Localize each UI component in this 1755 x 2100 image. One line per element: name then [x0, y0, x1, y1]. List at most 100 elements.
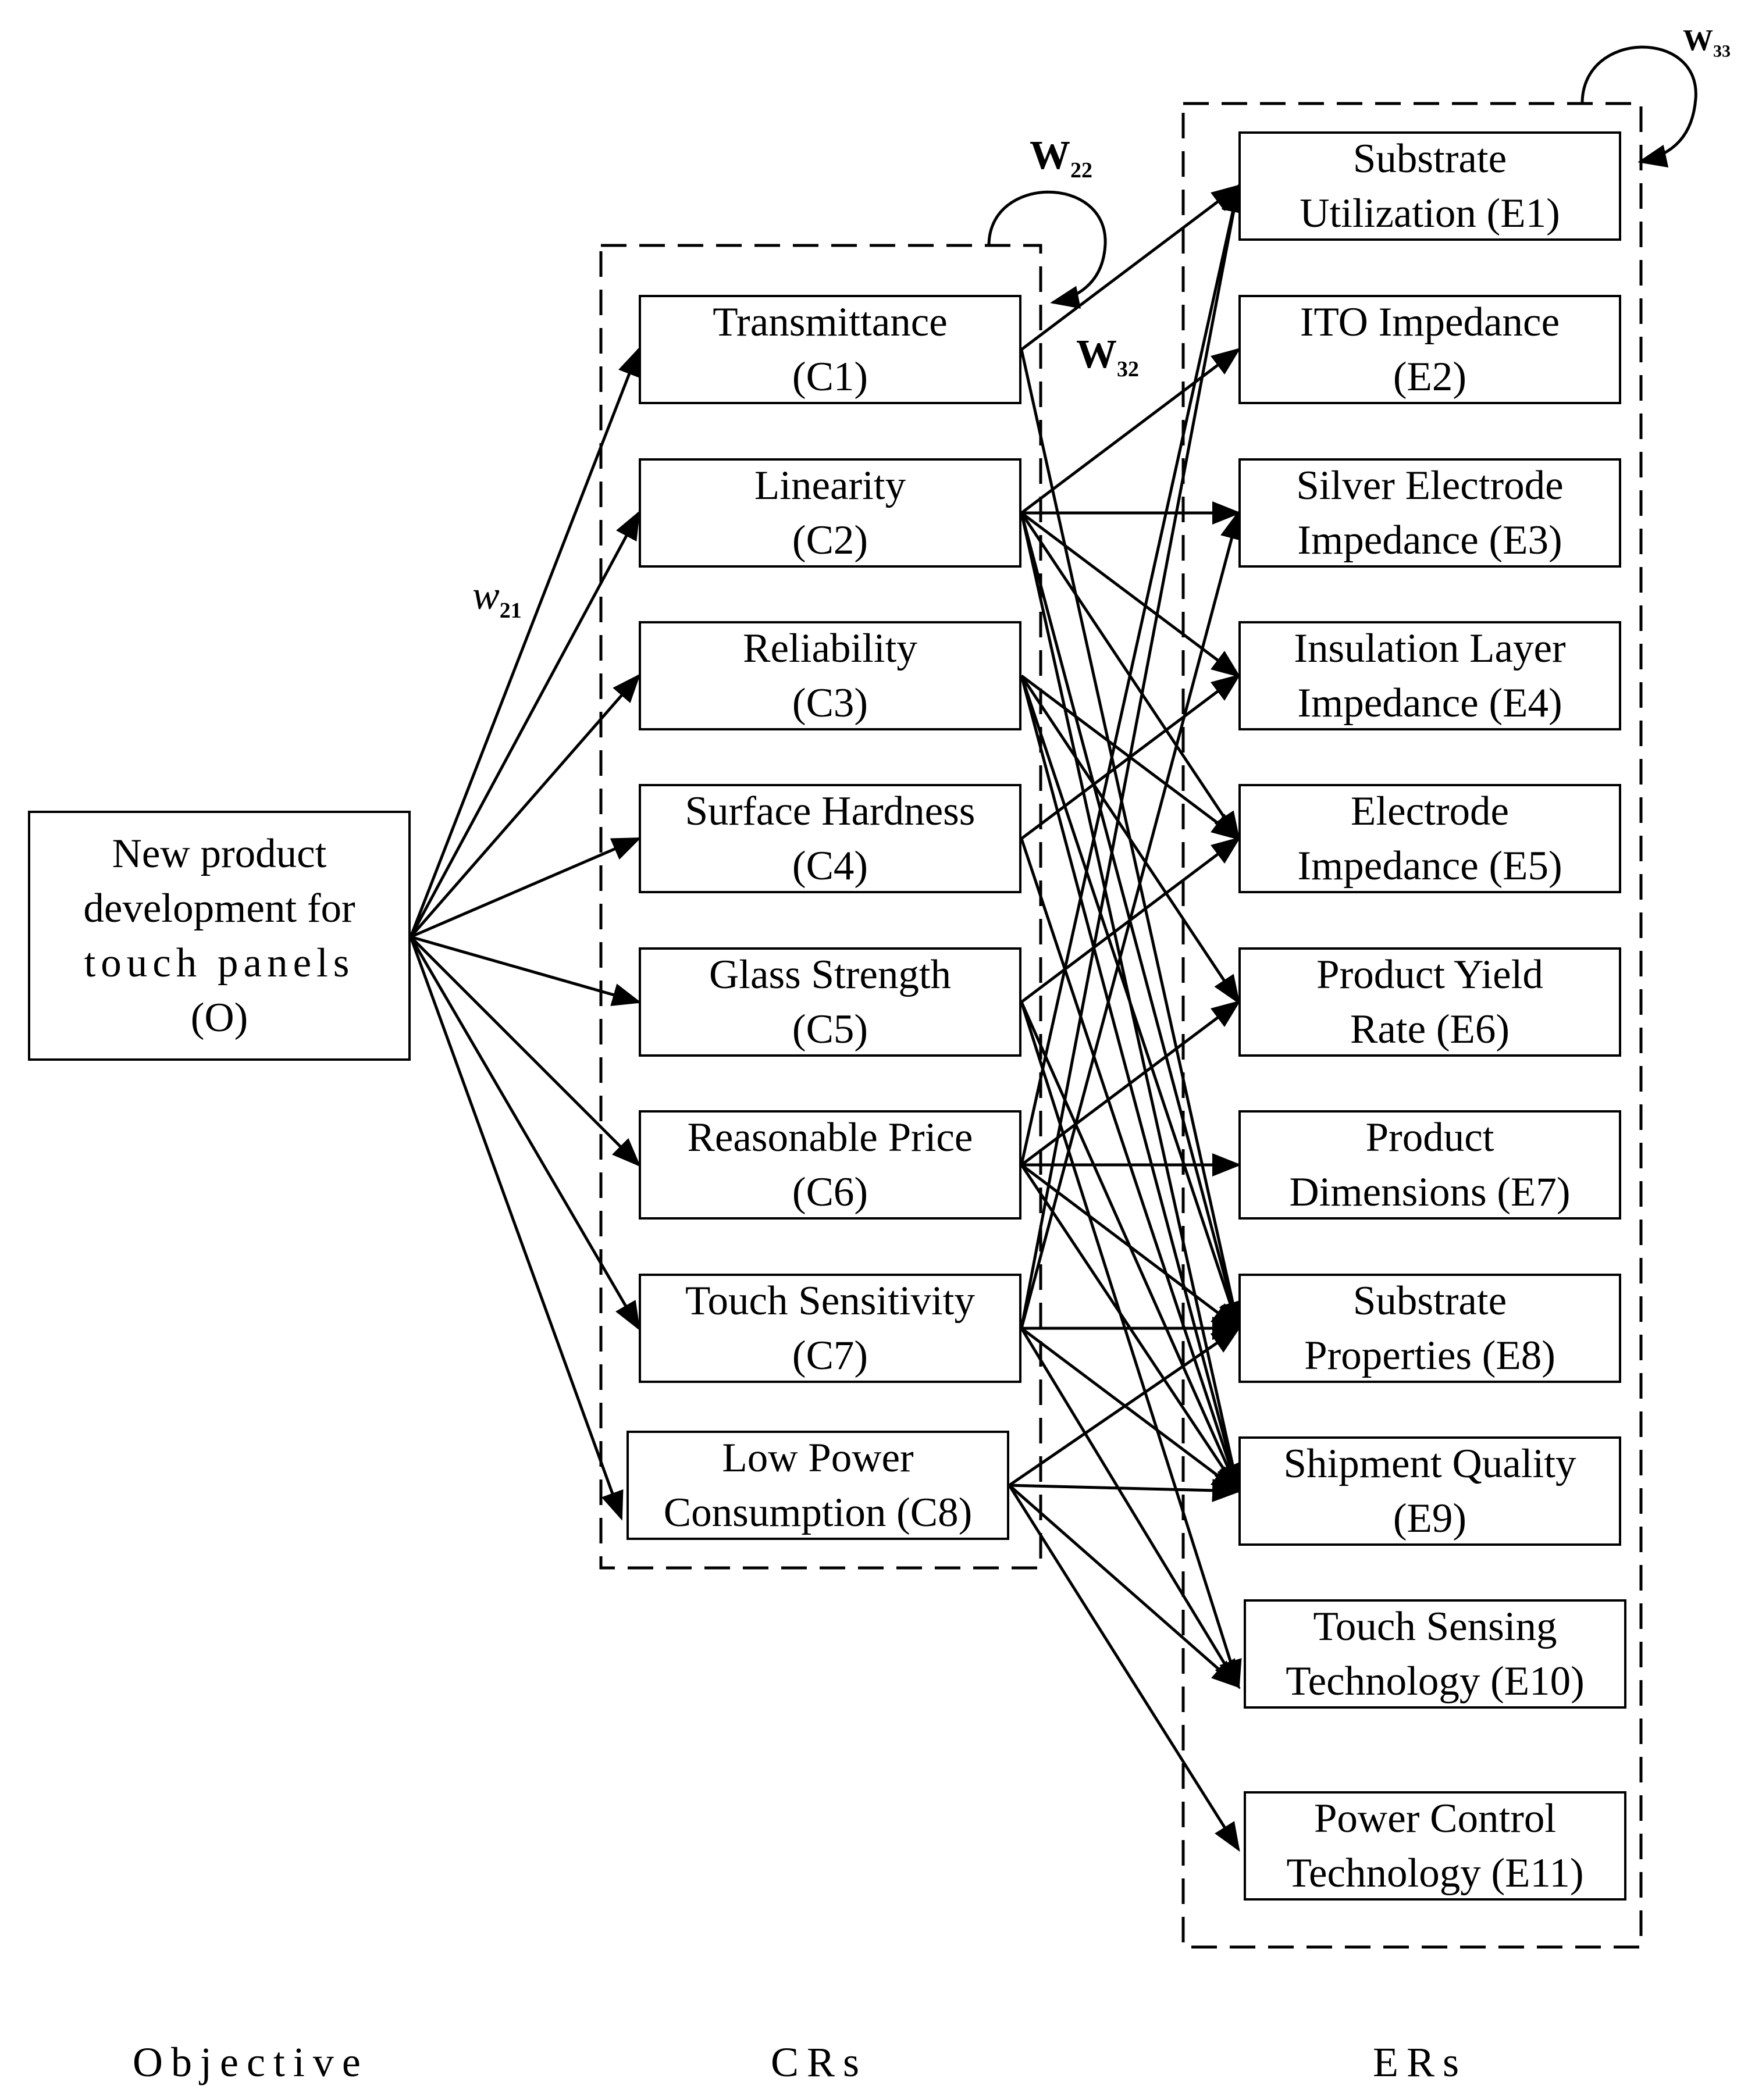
- er-box-e7: Product Dimensions (E7): [1238, 1110, 1621, 1220]
- w33-label: W33: [1683, 23, 1731, 61]
- er-box-e6: Product Yield Rate (E6): [1238, 947, 1621, 1057]
- cr-box-c8: Low Power Consumption (C8): [626, 1431, 1009, 1540]
- er-e11-line1: Power Control: [1313, 1796, 1557, 1841]
- cr-box-c5: Glass Strength (C5): [639, 947, 1021, 1057]
- er-e5-line2: Impedance (E5): [1297, 843, 1562, 889]
- er-e8-line2: Properties (E8): [1304, 1333, 1555, 1378]
- arrow-c8-to-e10: [1008, 1484, 1241, 1689]
- arrow-c6-to-e8: [1020, 1164, 1241, 1331]
- er-box-e5: Electrode Impedance (E5): [1238, 784, 1621, 893]
- er-box-e3: Silver Electrode Impedance (E3): [1238, 458, 1621, 568]
- objective-line-2: development for: [83, 886, 355, 931]
- cr-box-c2: Linearity (C2): [639, 458, 1021, 568]
- cr-box-c6: Reasonable Price (C6): [639, 1110, 1021, 1220]
- arrow-c3-to-e6: [1020, 675, 1240, 1005]
- cr-c6-name: Reasonable Price: [687, 1115, 973, 1160]
- arrow-c6-to-e1: [1020, 183, 1244, 1165]
- w22-sub: 22: [1070, 158, 1092, 183]
- cr-box-c3: Reliability (C3): [639, 621, 1021, 730]
- w21-sub: 21: [499, 598, 522, 623]
- arrow-o-to-c4: [410, 837, 642, 939]
- er-e9-line2: (E9): [1393, 1496, 1467, 1541]
- arrow-o-to-c3: [410, 673, 641, 938]
- links-layer: [409, 183, 1245, 1852]
- arrow-o-to-c5: [410, 935, 642, 1006]
- cr-c7-name: Touch Sensitivity: [685, 1278, 975, 1324]
- er-e6-line2: Rate (E6): [1350, 1007, 1510, 1052]
- cr-c3-name: Reliability: [743, 626, 917, 671]
- w33-sub: 33: [1713, 41, 1731, 61]
- arrow-c8-to-e11: [1008, 1484, 1240, 1852]
- arrow-c8-to-e9: [1009, 1478, 1241, 1502]
- cr-c8-name: Low Power: [722, 1435, 914, 1481]
- cr-box-c1: Transmittance (C1): [639, 295, 1021, 404]
- er-box-e1: Substrate Utilization (E1): [1238, 131, 1621, 241]
- er-e3-line2: Impedance (E3): [1297, 518, 1562, 563]
- arrow-o-to-c6: [410, 936, 641, 1167]
- er-box-e2: ITO Impedance (E2): [1238, 295, 1621, 404]
- er-e3-line1: Silver Electrode: [1296, 463, 1564, 508]
- cr-c1-name: Transmittance: [713, 300, 948, 345]
- cr-c3-code: (C3): [792, 680, 868, 726]
- arrow-c7-to-e1: [1020, 183, 1245, 1329]
- w32-sub: 32: [1117, 357, 1139, 382]
- arrow-c3-to-e8: [1020, 675, 1241, 1331]
- er-e4-line1: Insulation Layer: [1294, 626, 1566, 671]
- cr-c8-code: Consumption (C8): [663, 1490, 973, 1535]
- er-e8-line1: Substrate: [1352, 1278, 1507, 1324]
- crs-group-frame: [599, 244, 1042, 1570]
- cr-box-c7: Touch Sensitivity (C7): [639, 1274, 1021, 1383]
- w22-base: W: [1030, 133, 1070, 178]
- cr-c4-name: Surface Hardness: [685, 789, 976, 834]
- cr-box-c4: Surface Hardness (C4): [639, 784, 1021, 893]
- er-e9-line1: Shipment Quality: [1283, 1441, 1576, 1486]
- w21-base: w: [472, 573, 500, 618]
- w21-label: w21: [472, 573, 522, 623]
- arrow-c5-to-e10: [1020, 1001, 1242, 1689]
- er-e11-line2: Technology (E11): [1286, 1851, 1584, 1896]
- er-e2-line1: ITO Impedance: [1300, 300, 1560, 345]
- objective-line-3: touch panels: [84, 940, 355, 986]
- er-e10-line2: Technology (E10): [1286, 1659, 1585, 1704]
- er-e4-line2: Impedance (E4): [1297, 680, 1562, 726]
- er-box-e8: Substrate Properties (E8): [1238, 1274, 1621, 1383]
- w32-base: W: [1076, 332, 1117, 377]
- w33-loop-arrow: [1580, 45, 1697, 167]
- w33-base: W: [1683, 24, 1713, 57]
- arrow-c7-to-e10: [1020, 1327, 1240, 1689]
- er-e1-line1: Substrate: [1352, 136, 1507, 181]
- column-title-ers: ERs: [1373, 2039, 1468, 2085]
- arrow-c8-to-e8: [1008, 1327, 1241, 1487]
- column-title-crs: CRs: [771, 2039, 868, 2085]
- column-title-objective: Objective: [133, 2039, 369, 2085]
- er-e10-line1: Touch Sensing: [1313, 1604, 1557, 1649]
- cr-c4-code: (C4): [792, 843, 868, 889]
- w22-loop-arrow: [987, 190, 1107, 309]
- arrow-c1-to-e1: [1020, 184, 1241, 351]
- cr-c5-name: Glass Strength: [709, 952, 952, 997]
- er-box-e11: Power Control Technology (E11): [1244, 1791, 1626, 1901]
- er-e7-line1: Product: [1365, 1115, 1494, 1160]
- er-e1-line2: Utilization (E1): [1300, 191, 1560, 236]
- cr-c6-code: (C6): [792, 1170, 868, 1215]
- w22-label: W22: [1030, 133, 1092, 183]
- arrow-c2-to-e4: [1020, 512, 1241, 678]
- arrow-o-to-c1: [409, 347, 640, 937]
- arrow-c7-to-e3: [1020, 510, 1243, 1329]
- cr-c1-code: (C1): [792, 354, 868, 400]
- arrow-c7-to-e9: [1020, 1327, 1241, 1493]
- er-box-e10: Touch Sensing Technology (E10): [1244, 1599, 1626, 1709]
- arrow-o-to-c8: [409, 936, 624, 1521]
- cr-c5-code: (C5): [792, 1007, 868, 1052]
- w32-label: W32: [1076, 331, 1139, 382]
- er-box-e9: Shipment Quality (E9): [1238, 1436, 1621, 1546]
- arrow-o-to-c7: [409, 936, 640, 1331]
- cr-c7-code: (C7): [792, 1333, 868, 1378]
- cr-c2-name: Linearity: [754, 463, 906, 508]
- objective-line-1: New product: [112, 831, 327, 876]
- er-e5-line1: Electrode: [1350, 789, 1509, 834]
- objective-box: New product development for touch panels…: [28, 811, 411, 1061]
- objective-line-4: (O): [190, 995, 248, 1040]
- er-e7-line2: Dimensions (E7): [1289, 1170, 1571, 1215]
